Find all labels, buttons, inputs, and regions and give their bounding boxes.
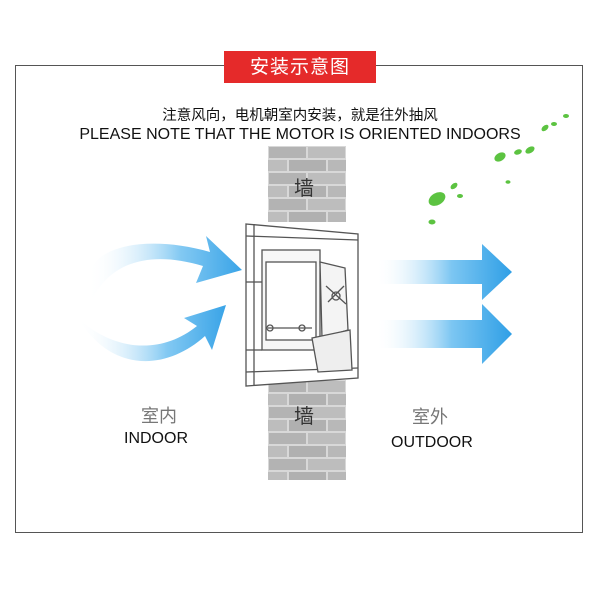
indoor-airflow-arrows (78, 236, 242, 362)
outdoor-airflow-arrows (378, 244, 512, 364)
indoor-label-english: INDOOR (124, 430, 188, 447)
leaves-decoration (428, 114, 569, 225)
wall-lower (268, 380, 346, 480)
wall-upper (268, 146, 346, 222)
outdoor-label-english: OUTDOOR (391, 434, 473, 451)
note-chinese: 注意风向，电机朝室内安装，就是往外抽风 (162, 108, 438, 124)
wall-label-upper: 墙 (294, 176, 314, 200)
outdoor-label-chinese: 室外 (412, 407, 448, 428)
wall-label-lower: 墙 (294, 404, 314, 428)
fan-unit (245, 223, 359, 387)
indoor-label-chinese: 室内 (141, 406, 177, 427)
diagram-title: 安装示意图 (224, 51, 376, 83)
note-english: PLEASE NOTE THAT THE MOTOR IS ORIENTED I… (79, 126, 521, 143)
